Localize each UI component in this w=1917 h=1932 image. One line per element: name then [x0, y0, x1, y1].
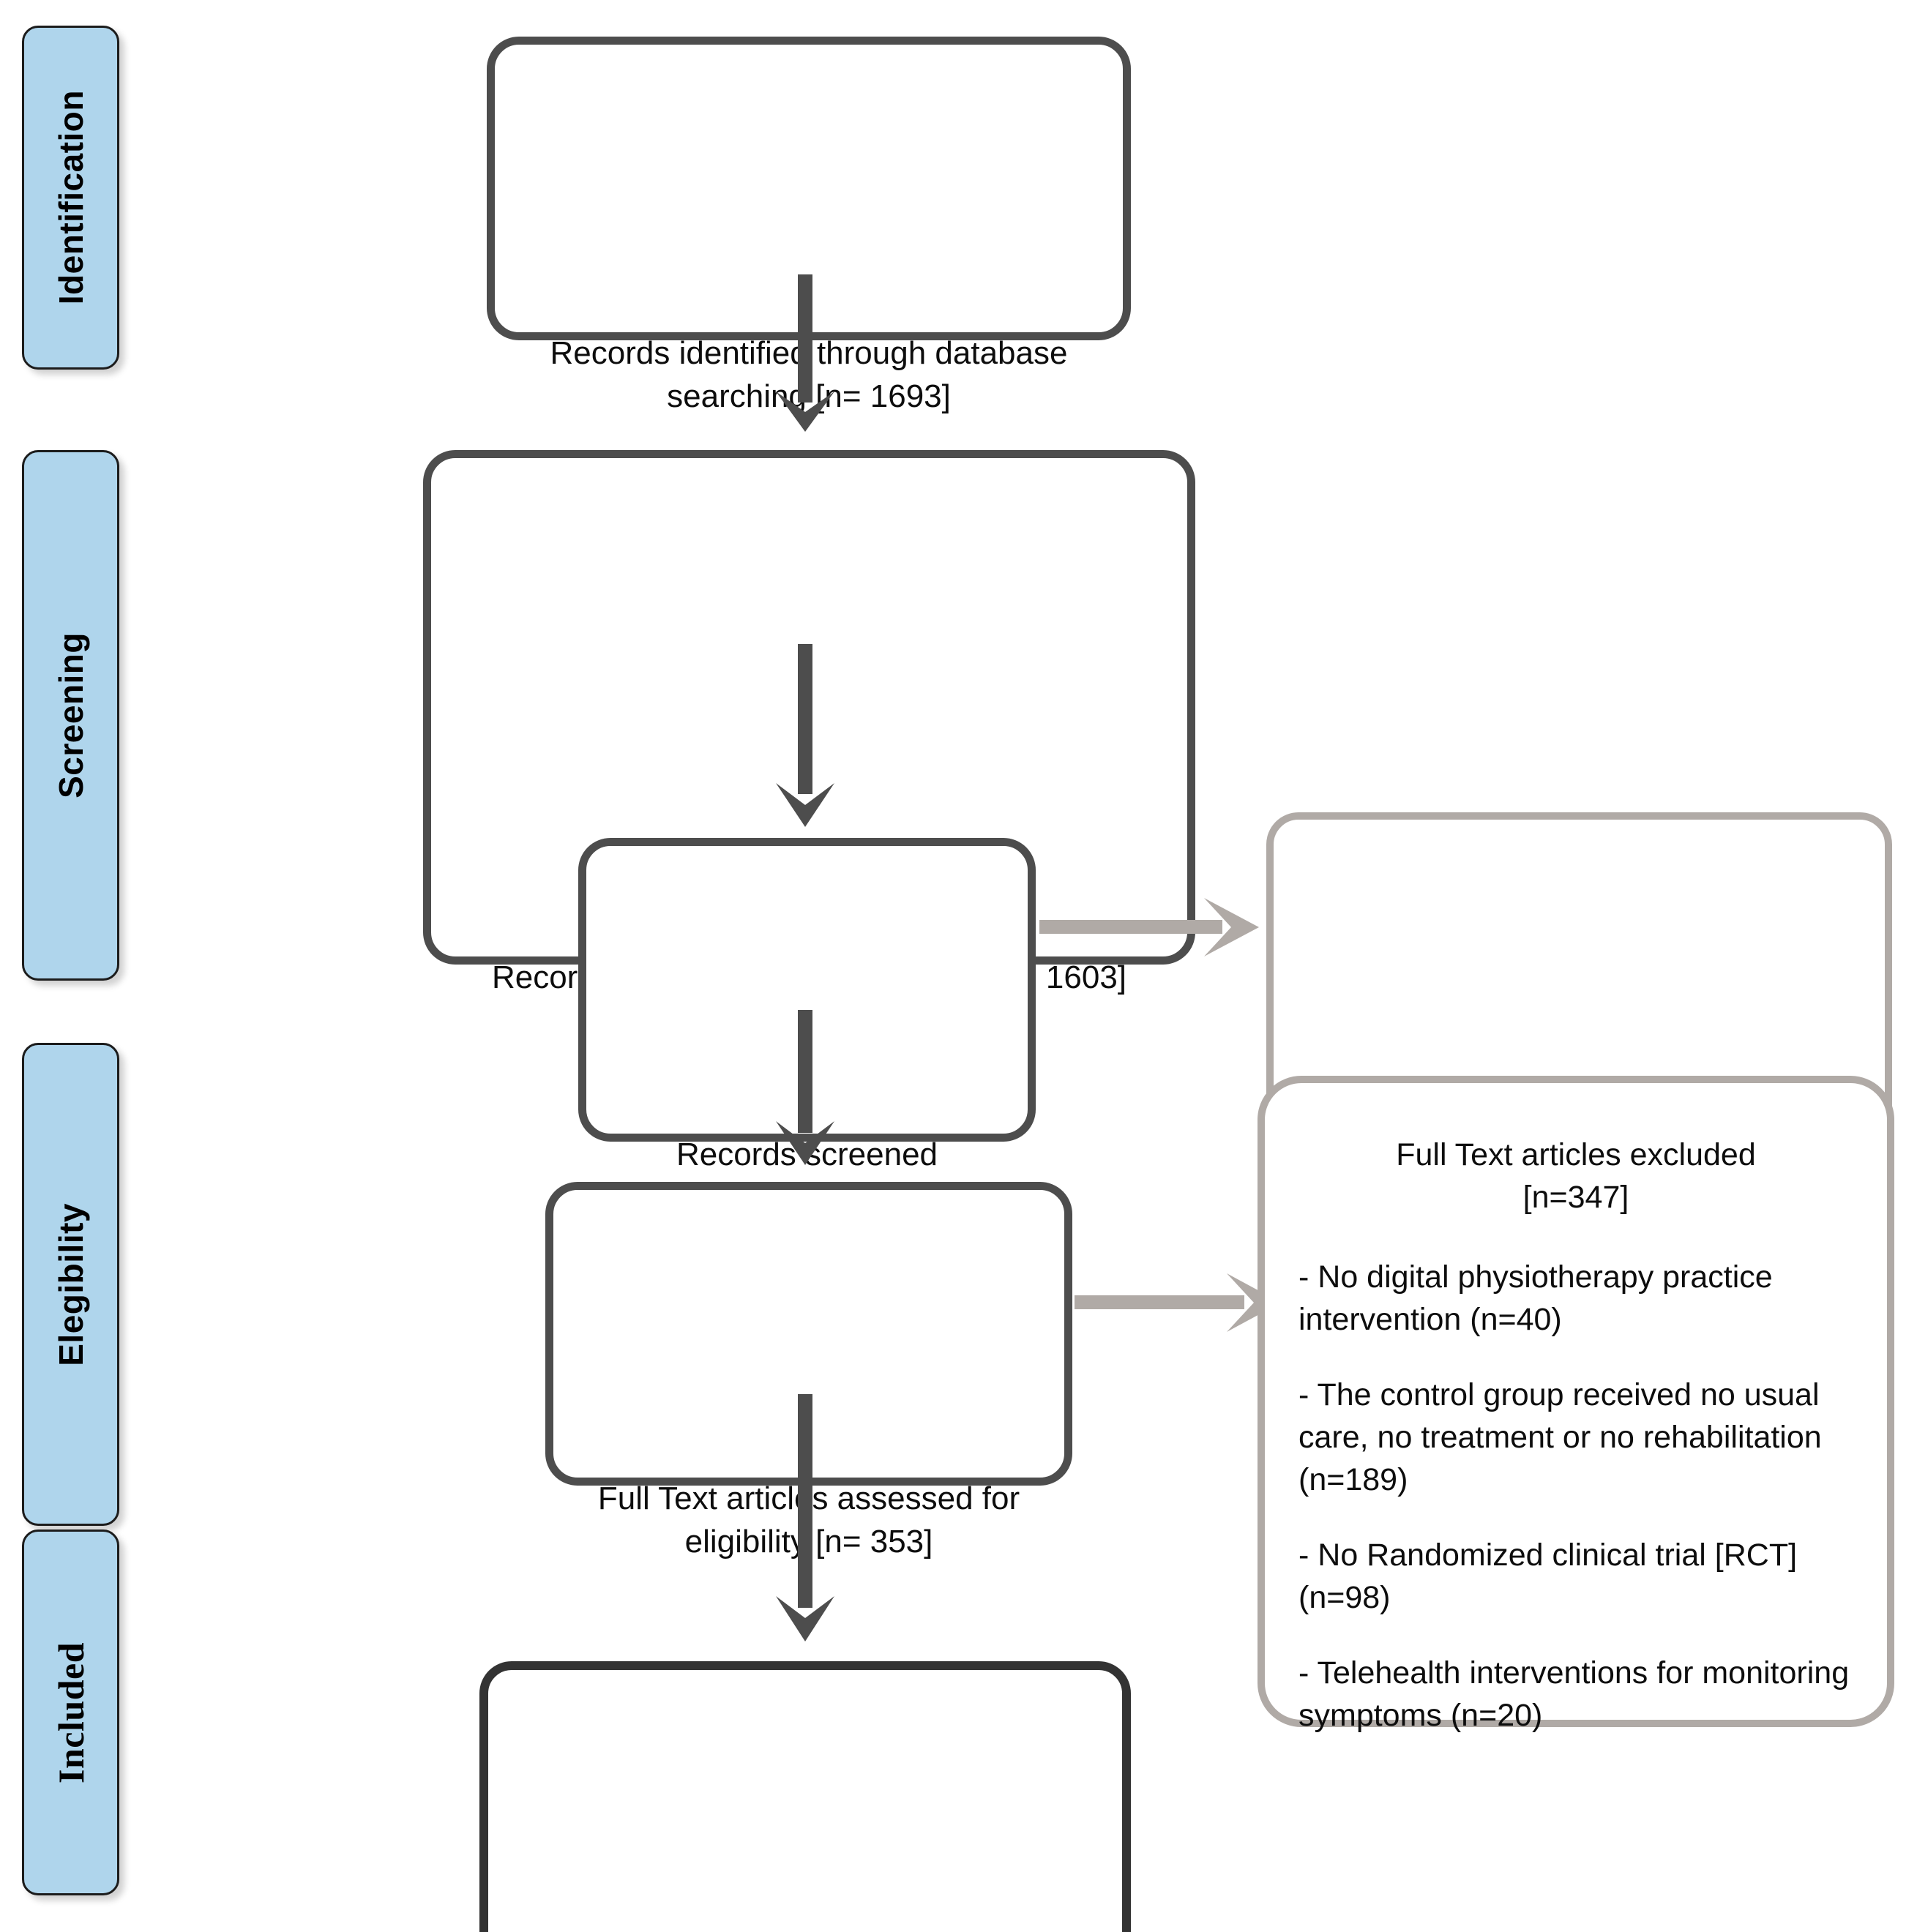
exclusion-reason-4: - Telehealth interventions for monitorin… [1298, 1655, 1850, 1734]
arrow-identified-to-deduplicated [776, 274, 834, 432]
phase-included-label: Included [50, 1641, 91, 1783]
arrow-fulltext-to-fulltext-excluded [1075, 1273, 1281, 1332]
phase-screening: Screening [22, 450, 119, 981]
phase-identification: Identification [22, 26, 119, 370]
phase-identification-label: Identification [51, 90, 90, 305]
box-studies-included: Studies included in quantitative and qua… [479, 1661, 1131, 1932]
arrow-screened-to-fulltext [776, 1010, 834, 1165]
exclusion-reason-3: - No Randomized clinical trial [RCT] (n=… [1298, 1538, 1798, 1615]
box-fulltext-excluded-heading: Full Text articles excluded [n=347] [1298, 1134, 1853, 1218]
phase-included: Included [22, 1530, 119, 1895]
phase-eligibility-label: Elegibility [51, 1202, 90, 1366]
box-fulltext-excluded: Full Text articles excluded [n=347] - No… [1258, 1076, 1894, 1733]
exclusion-reason-1: - No digital physiotherapy practice inte… [1298, 1259, 1773, 1337]
exclusion-reason-2: - The control group received no usual ca… [1298, 1377, 1822, 1497]
arrow-screened-to-records-excluded [1039, 898, 1259, 956]
box-fulltext-excluded-heading-line2: [n=347] [1522, 1179, 1629, 1215]
phase-eligibility: Elegibility [22, 1043, 119, 1526]
phase-screening-label: Screening [51, 632, 90, 798]
arrow-deduplicated-to-screened [776, 644, 834, 827]
arrow-fulltext-to-included [776, 1394, 834, 1641]
box-fulltext-excluded-heading-line1: Full Text articles excluded [1396, 1137, 1756, 1172]
